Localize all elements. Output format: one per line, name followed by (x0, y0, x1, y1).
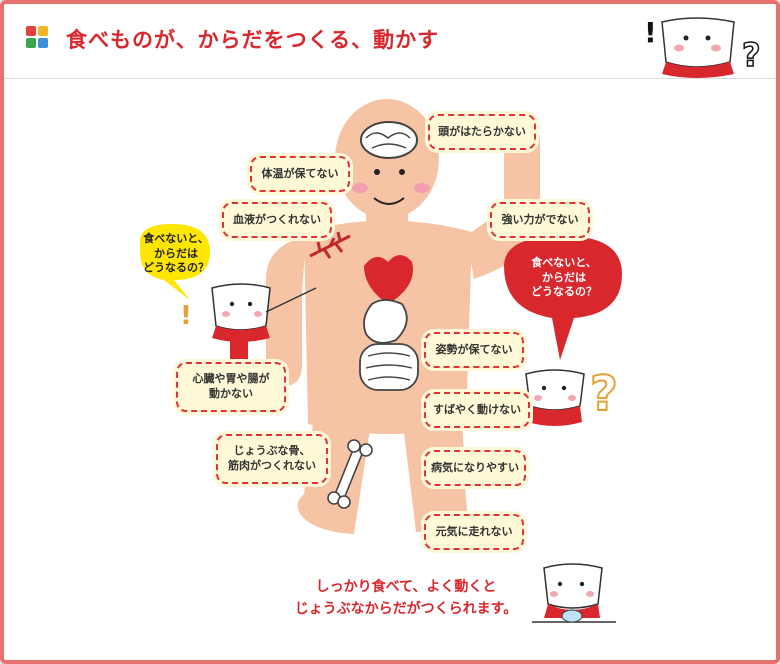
right-eye-icon (399, 169, 405, 175)
illustration-area: ! ? (140, 99, 622, 623)
effect-energy: 元気に走れない (424, 514, 524, 550)
effect-strength: 強い力がでない (490, 202, 590, 238)
mascot-eating-icon (532, 563, 616, 623)
svg-text:!: ! (180, 301, 192, 331)
speech-bubble-left-shape (140, 224, 210, 300)
svg-text:!: ! (644, 16, 657, 49)
bottom-message: しっかり食べて、よく動くと じょうぶなからだがつくられます。 (294, 579, 518, 618)
stomach-icon (363, 299, 408, 344)
intestines-icon (359, 343, 419, 391)
speech-bubble-right-shape (504, 236, 622, 360)
bone-icon (327, 439, 373, 509)
effect-blood: 血液がつくれない (222, 202, 332, 238)
page-title: 食べものが、からだをつくる、動かす (66, 28, 440, 52)
left-eye-icon (374, 169, 380, 175)
mascot-pointing-icon: ! (180, 283, 317, 364)
svg-text:?: ? (590, 366, 618, 422)
svg-text:?: ? (742, 36, 761, 74)
brain-icon (360, 121, 418, 159)
mascot-thinking-right-icon: ? (525, 365, 619, 426)
heart-icon (364, 255, 413, 304)
blood-vessel-icon (309, 231, 351, 259)
effect-head: 頭がはたらかない (428, 114, 536, 150)
effect-organs: 心臓や胃や腸が 動かない (176, 362, 286, 412)
effect-bones: じょうぶな骨、 筋肉がつくれない (216, 434, 328, 484)
effect-posture: 姿勢が保てない (424, 332, 524, 368)
speech-bubble-right: 食べないと、 からだは どうなるの？ (531, 255, 597, 299)
mascot-thinking-icon: ! ? (644, 16, 761, 78)
header: 食べものが、からだをつくる、動かす ! ? (4, 4, 776, 79)
effect-illness: 病気になりやすい (424, 450, 526, 486)
app-logo-icon (26, 26, 48, 48)
effect-move-fast: すばやく動けない (424, 392, 530, 428)
smile-icon (373, 197, 405, 205)
effect-temperature: 体温が保てない (250, 156, 350, 192)
speech-bubble-left: 食べないと、 からだは どうなるの？ (143, 231, 209, 275)
